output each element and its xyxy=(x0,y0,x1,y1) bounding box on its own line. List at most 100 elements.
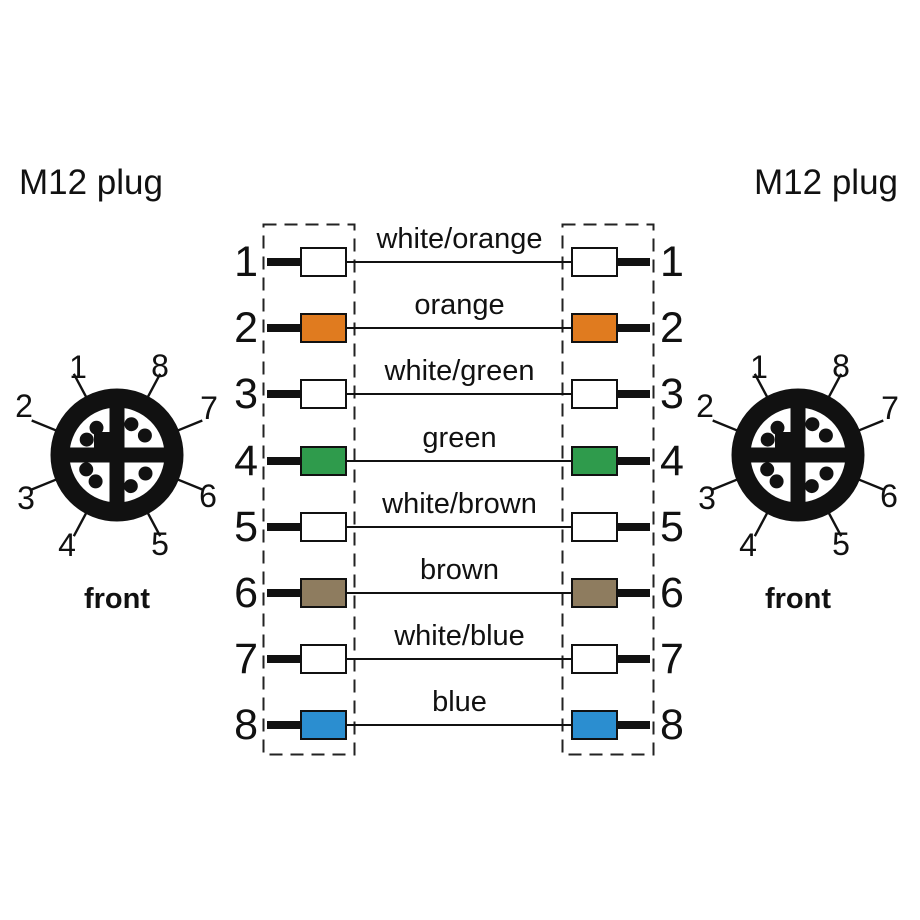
pin-number-left: 8 xyxy=(234,701,258,749)
wire-line xyxy=(346,724,572,726)
wire-terminal-right xyxy=(571,379,618,409)
leader-line-pin2 xyxy=(31,419,57,432)
right-plug-title: M12 plug xyxy=(754,163,898,202)
wire-line xyxy=(346,526,572,528)
pin-number-left: 2 xyxy=(234,304,258,352)
leader-line-pin3 xyxy=(31,478,57,491)
wire-stub-left xyxy=(267,523,301,531)
wire-stub-right xyxy=(617,324,650,332)
wire-row-8: 8 blue 8 xyxy=(0,686,920,758)
wire-stub-left xyxy=(267,258,301,266)
pin-dot-2 xyxy=(760,432,775,447)
leader-line-pin8 xyxy=(827,373,843,398)
wire-stub-right xyxy=(617,457,650,465)
pin-dot-6 xyxy=(819,466,834,481)
pin-number-left: 3 xyxy=(234,370,258,418)
wire-line xyxy=(346,261,572,263)
wire-stub-right xyxy=(617,589,650,597)
wire-terminal-left xyxy=(300,710,347,740)
connector-cross-vertical xyxy=(790,407,806,503)
leader-line-pin4 xyxy=(753,512,769,537)
wire-terminal-right xyxy=(571,313,618,343)
wire-stub-left xyxy=(267,655,301,663)
pin-dot-3 xyxy=(760,462,775,477)
wire-color-label: blue xyxy=(432,686,487,718)
leader-line-pin7 xyxy=(177,419,203,432)
wire-stub-left xyxy=(267,324,301,332)
pin-dot-5 xyxy=(123,479,138,494)
leader-line-pin2 xyxy=(712,419,738,432)
wire-color-label: white/brown xyxy=(382,488,537,520)
pin-number-right: 5 xyxy=(660,503,684,551)
connector-ring xyxy=(50,388,184,522)
leader-line-pin6 xyxy=(858,478,884,491)
wire-color-label: brown xyxy=(420,554,499,586)
pin-label-7: 7 xyxy=(881,390,899,426)
wire-terminal-left xyxy=(300,379,347,409)
pin-dot-6 xyxy=(138,466,153,481)
leader-line-pin5 xyxy=(146,512,162,537)
pin-number-left: 6 xyxy=(234,569,258,617)
pin-dot-8 xyxy=(805,417,820,432)
front-label: front xyxy=(84,583,150,615)
wire-terminal-left xyxy=(300,644,347,674)
leader-line-pin1 xyxy=(753,373,769,398)
pin-label-1: 1 xyxy=(69,349,87,385)
wire-row-5: 5 white/brown 5 xyxy=(0,488,920,560)
wire-color-label: green xyxy=(422,422,497,454)
leader-line-pin8 xyxy=(146,373,162,398)
connector-ring xyxy=(731,388,865,522)
pin-number-left: 1 xyxy=(234,238,258,286)
pin-label-3: 3 xyxy=(17,480,35,516)
pin-number-right: 8 xyxy=(660,701,684,749)
pin-label-7: 7 xyxy=(200,390,218,426)
pin-number-right: 4 xyxy=(660,437,684,485)
pin-dot-4 xyxy=(88,474,103,489)
pin-dot-4 xyxy=(769,474,784,489)
wire-color-label: white/blue xyxy=(394,620,525,652)
pin-label-8: 8 xyxy=(832,348,850,384)
pin-label-2: 2 xyxy=(696,388,714,424)
wire-line xyxy=(346,592,572,594)
leader-line-pin6 xyxy=(177,478,203,491)
wire-row-6: 6 brown 6 xyxy=(0,554,920,626)
leader-line-pin7 xyxy=(858,419,884,432)
wire-stub-right xyxy=(617,523,650,531)
wire-row-7: 7 white/blue 7 xyxy=(0,620,920,692)
wire-color-label: white/green xyxy=(384,355,535,387)
pin-dot-7 xyxy=(818,428,833,443)
wire-terminal-right xyxy=(571,578,618,608)
wire-stub-left xyxy=(267,721,301,729)
pin-dot-2 xyxy=(79,432,94,447)
wire-terminal-left xyxy=(300,247,347,277)
wire-line xyxy=(346,658,572,660)
wire-stub-right xyxy=(617,258,650,266)
wire-stub-left xyxy=(267,457,301,465)
wire-color-label: white/orange xyxy=(376,223,543,255)
wire-row-1: 1 white/orange 1 xyxy=(0,223,920,295)
pin-label-6: 6 xyxy=(880,478,898,514)
wire-terminal-left xyxy=(300,578,347,608)
pin-number-left: 4 xyxy=(234,437,258,485)
pin-label-1: 1 xyxy=(750,349,768,385)
connector-keyway-notch xyxy=(775,432,792,449)
wire-terminal-right xyxy=(571,710,618,740)
wire-terminal-left xyxy=(300,313,347,343)
pin-dot-8 xyxy=(124,417,139,432)
m12-connector-face-left: 1 2 3 4 5 6 7 8 front xyxy=(15,348,218,615)
pin-dot-7 xyxy=(137,428,152,443)
wire-terminal-right xyxy=(571,446,618,476)
wire-row-4: 4 green 4 xyxy=(0,422,920,494)
m12-connector-face-right: 1 2 3 4 5 6 7 8 front xyxy=(696,348,899,615)
leader-line-pin3 xyxy=(712,478,738,491)
wire-row-3: 3 white/green 3 xyxy=(0,355,920,427)
pin-number-right: 2 xyxy=(660,304,684,352)
pin-number-right: 1 xyxy=(660,238,684,286)
wire-stub-left xyxy=(267,390,301,398)
pin-label-5: 5 xyxy=(832,526,850,562)
wire-line xyxy=(346,460,572,462)
pin-dot-5 xyxy=(804,479,819,494)
wire-row-2: 2 orange 2 xyxy=(0,289,920,361)
